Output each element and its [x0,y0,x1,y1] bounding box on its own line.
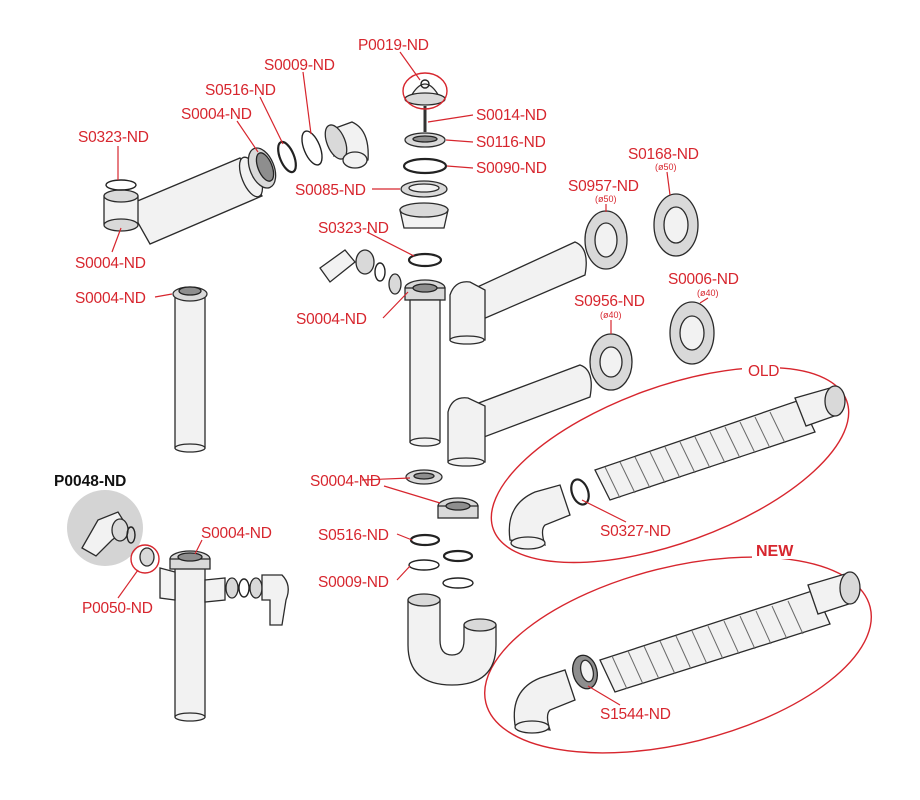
label-s0009-center: S0009-ND [318,574,389,591]
label-s0004-mid: S0004-ND [296,311,367,328]
label-s0323-mid: S0323-ND [318,220,389,237]
label-p0019: P0019-ND [358,37,429,54]
label-s0116: S0116-ND [476,134,546,151]
label-s0006-sub: (ø40) [697,288,719,298]
right-elbow-pipes [447,241,592,467]
left-vertical-pipe [172,286,208,453]
label-s0957: S0957-ND [568,178,639,195]
label-s0323-left: S0323-ND [78,129,149,146]
label-s0004-center: S0004-ND [310,473,381,490]
top-left-pipe-assembly [103,121,369,245]
lower-left-assembly [67,490,289,722]
label-new: NEW [756,543,794,560]
label-s1544: S1544-ND [600,706,671,723]
label-s0004-top: S0004-ND [181,106,252,123]
label-s0327: S0327-ND [600,523,671,540]
label-s0004-leftlow: S0004-ND [75,255,146,272]
label-s0014: S0014-ND [476,107,547,124]
label-old: OLD [748,363,779,380]
label-s0957-sub: (ø50) [595,194,617,204]
label-p0050: P0050-ND [82,600,153,617]
label-s0009-top: S0009-ND [264,57,335,74]
label-s0168: S0168-ND [628,146,699,163]
center-drain-stack [319,79,449,447]
label-s0168-sub: (ø50) [655,162,677,172]
label-s0085: S0085-ND [295,182,366,199]
label-s0004-leftpipe: S0004-ND [75,290,146,307]
rosettes [584,193,715,391]
leader-lines [111,51,709,706]
part-labels: P0019-ND S0009-ND S0516-ND S0004-ND S001… [54,37,800,723]
label-s0516-center: S0516-ND [318,527,389,544]
old-flex-hose-assembly [490,366,850,564]
label-s0004-lower: S0004-ND [201,525,272,542]
label-s0956-sub: (ø40) [600,310,622,320]
label-s0006: S0006-ND [668,271,739,288]
label-s0516-top: S0516-ND [205,82,276,99]
label-s0090: S0090-ND [476,160,547,177]
label-p0048: P0048-ND [54,473,126,490]
new-flex-hose-assembly [484,556,872,754]
lower-center-parts [405,469,497,686]
label-s0956: S0956-ND [574,293,645,310]
